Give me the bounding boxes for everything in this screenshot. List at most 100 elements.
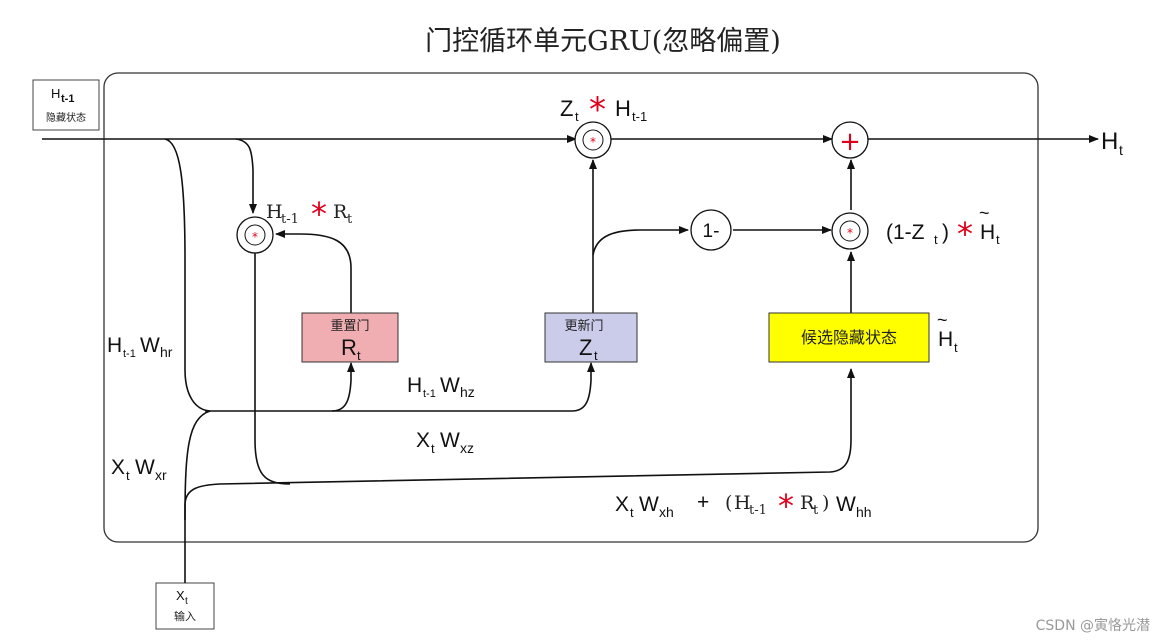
h-sub: t-1 (281, 212, 299, 227)
star-symbol: * (311, 195, 327, 233)
star-symbol: * (778, 487, 794, 525)
h-sub: t-1 (749, 503, 767, 518)
x-input-symbol: X (176, 588, 185, 603)
diagram-title: 门控循环单元GRU(忽略偏置) (425, 26, 781, 57)
r-symbol: R (800, 492, 815, 514)
x-sub: t (630, 505, 634, 520)
line-update-to-one-minus (592, 226, 689, 256)
htilde-sub: t (954, 340, 958, 355)
x-symbol: X (111, 456, 125, 479)
w-sub: xz (460, 440, 474, 456)
hidden-state-input-box: H t-1 隐藏状态 (32, 79, 100, 131)
x-symbol: X (615, 493, 629, 516)
one-minus-z-times-htilde-label: (1-Z t ) * ~ H t (886, 203, 1000, 253)
w-sub: xr (155, 467, 167, 483)
r-symbol: R (333, 201, 348, 223)
star-symbol: * (590, 135, 596, 149)
candidate-multiply-node: * (831, 212, 869, 250)
tilde-mark: ~ (937, 310, 948, 330)
h-prev-symbol: H (51, 86, 60, 101)
htilde-symbol: H (938, 328, 953, 351)
w-symbol: W (639, 493, 659, 516)
zt-sub: t (575, 109, 579, 124)
update-multiply-node: * (574, 121, 612, 159)
x-sub: t (126, 468, 130, 483)
star-symbol: * (957, 215, 973, 253)
line-x-to-candidate (184, 368, 855, 583)
output-symbol: H (1101, 128, 1118, 155)
watermark: CSDN @寅恪光潜 (1036, 617, 1150, 634)
w-sub: hh (856, 504, 872, 520)
reset-gate-symbol: R (341, 335, 357, 360)
h-sub: t-1 (423, 388, 436, 400)
w-sub: hz (460, 384, 475, 400)
r-sub: t (813, 503, 819, 518)
h-symbol: H (734, 492, 751, 514)
r-sub: t (347, 212, 353, 227)
candidate-htilde-label: ~ H t (937, 310, 958, 355)
one-minus-z-close: ) (942, 221, 949, 244)
one-minus-z-sub: t (934, 232, 938, 247)
w-symbol: W (440, 374, 460, 397)
reset-multiply-node: * (236, 216, 274, 254)
paren-open: ( (725, 492, 732, 514)
h-whr-label: H t-1 W hr (107, 334, 173, 360)
h-prev-caption: 隐藏状态 (46, 111, 86, 124)
x-symbol: X (416, 429, 430, 452)
paren-close: ) (822, 492, 829, 514)
x-wxz-label: X t W xz (416, 429, 474, 456)
update-gate-sub: t (594, 348, 598, 363)
reset-gate-rect (301, 312, 399, 363)
x-wxr-label: X t W xr (111, 456, 167, 483)
tilde-mark: ~ (979, 203, 990, 223)
w-symbol: W (135, 456, 155, 479)
candidate-name: 候选隐藏状态 (801, 328, 897, 347)
x-input-box: X t 输入 (155, 582, 215, 630)
reset-gate-name: 重置门 (330, 318, 369, 334)
star-symbol: * (847, 226, 853, 240)
line-h-to-reset-mult (235, 138, 257, 214)
x-to-gate-bus (184, 410, 211, 521)
output-sub: t (1119, 142, 1123, 158)
w-symbol: W (440, 429, 460, 452)
plus-symbol: + (839, 127, 861, 157)
candidate-box: 候选隐藏状态 (768, 312, 930, 363)
one-minus-z-open: (1-Z (886, 221, 925, 244)
w-symbol: W (140, 334, 160, 357)
h-sub: t-1 (632, 109, 647, 124)
update-gate-box: 更新门 Z t (544, 312, 638, 363)
h-sub: t-1 (123, 348, 136, 360)
plus-sign: + (697, 491, 709, 514)
x-input-caption: 输入 (174, 609, 196, 623)
update-gate-symbol: Z (579, 335, 592, 360)
star-symbol: * (589, 90, 606, 130)
line-reset-to-mult (275, 230, 352, 313)
h-symbol: H (407, 374, 422, 397)
x-input-sub: t (185, 596, 188, 607)
line-to-reset-gate (205, 362, 355, 412)
h-symbol: H (107, 334, 122, 357)
one-minus-label: 1- (703, 221, 720, 242)
update-gate-rect (544, 312, 638, 363)
htilde-symbol: H (980, 221, 995, 244)
h-whz-label: H t-1 W hz (407, 374, 475, 400)
w-sub: xh (659, 504, 674, 520)
h-times-r-label: H t-1 * R t (266, 195, 353, 233)
h-prev-weight-branch (164, 138, 211, 412)
h-symbol: H (615, 96, 631, 121)
htilde-sub: t (996, 232, 1000, 247)
one-minus-node: 1- (690, 209, 732, 251)
candidate-rect (768, 312, 930, 363)
star-symbol: * (252, 230, 258, 244)
gru-cell-frame (103, 72, 1039, 543)
update-gate-name: 更新门 (564, 318, 603, 334)
zt-times-h-label: Z t * H t-1 (560, 90, 647, 130)
line-to-update-gate (332, 362, 595, 412)
candidate-input-label: X t W xh + ( H t-1 * R t ) W hh (615, 487, 872, 525)
h-prev-sub: t-1 (61, 93, 74, 105)
reset-gate-sub: t (357, 348, 361, 363)
reset-gate-box: 重置门 R t (301, 312, 399, 363)
line-reset-mult-to-candidate (254, 253, 291, 485)
w-sub: hr (160, 344, 173, 360)
